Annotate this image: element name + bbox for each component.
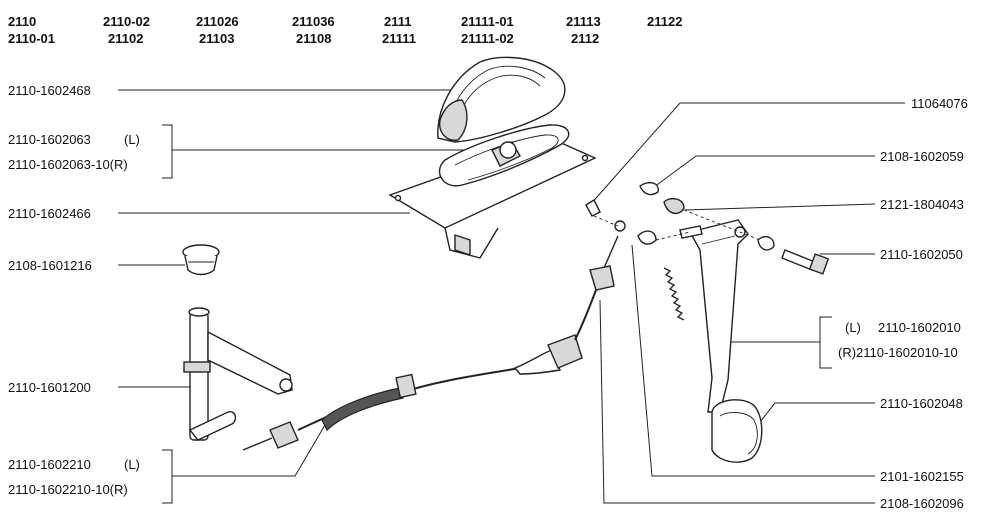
label-2110-1602210: 2110-1602210	[8, 457, 91, 472]
label-2110-1602466: 2110-1602466	[8, 206, 91, 221]
assembly-guides	[593, 209, 761, 241]
return-spring	[663, 267, 685, 321]
label-2110-1602050: 2110-1602050	[880, 247, 963, 262]
model-3-bottom: 21103	[199, 31, 234, 46]
pivot-bolt	[781, 249, 830, 275]
model-2-top: 2110-02	[103, 14, 150, 29]
model-2-bottom: 21102	[108, 31, 143, 46]
model-1-top: 2110	[8, 14, 36, 29]
label-2110-1602010: 2110-1602010	[878, 320, 961, 335]
clutch-fork	[183, 307, 293, 441]
clutch-cable	[242, 220, 626, 451]
model-7-top: 21113	[566, 14, 601, 29]
model-3-top: 211026	[196, 14, 239, 29]
model-5-bottom: 21111	[382, 31, 416, 46]
model-1-bottom: 2110-01	[8, 31, 55, 46]
label-2110-1602210-side: (L)	[124, 457, 140, 472]
model-8-top: 21122	[647, 14, 682, 29]
label-2110-1601200: 2110-1601200	[8, 380, 91, 395]
label-11064076: 11064076	[911, 96, 968, 111]
model-4-top: 211036	[292, 14, 335, 29]
gear-housing	[388, 124, 597, 259]
right-labels: 11064076 2108-1602059 2121-1804043 2110-…	[838, 96, 968, 511]
gear-boot	[437, 56, 566, 143]
pedal-pad-knob	[182, 244, 220, 276]
model-4-bottom: 21108	[296, 31, 331, 46]
label-2110-1602210-10: 2110-1602210-10(R)	[8, 482, 128, 497]
left-labels: 2110-1602468 2110-1602063 (L) 2110-16020…	[8, 83, 140, 497]
label-2110-1602010-side: (L)	[845, 320, 861, 335]
label-2110-1602063: 2110-1602063	[8, 132, 91, 147]
model-6-top: 21111-01	[461, 14, 514, 29]
small-fasteners	[585, 181, 775, 251]
label-2108-1601216: 2108-1601216	[8, 258, 92, 273]
label-2110-1602010-10: (R)2110-1602010-10	[838, 345, 958, 360]
model-5-top: 2111	[384, 14, 412, 29]
label-2110-1602063-10: 2110-1602063-10(R)	[8, 157, 128, 172]
model-6-bottom: 21111-02	[461, 31, 514, 46]
label-2110-1602063-side: (L)	[124, 132, 140, 147]
label-2101-1602155: 2101-1602155	[880, 469, 964, 484]
label-2108-1602059: 2108-1602059	[880, 149, 964, 164]
label-2110-1602048: 2110-1602048	[880, 396, 963, 411]
label-2121-1804043: 2121-1804043	[880, 197, 964, 212]
label-2110-1602468: 2110-1602468	[8, 83, 91, 98]
clutch-pedal	[679, 219, 763, 463]
model-7-bottom: 2112	[571, 31, 599, 46]
label-2108-1602096: 2108-1602096	[880, 496, 964, 511]
model-header: 2110 2110-01 2110-02 21102 211026 21103 …	[8, 14, 682, 46]
leader-lines	[118, 89, 905, 504]
